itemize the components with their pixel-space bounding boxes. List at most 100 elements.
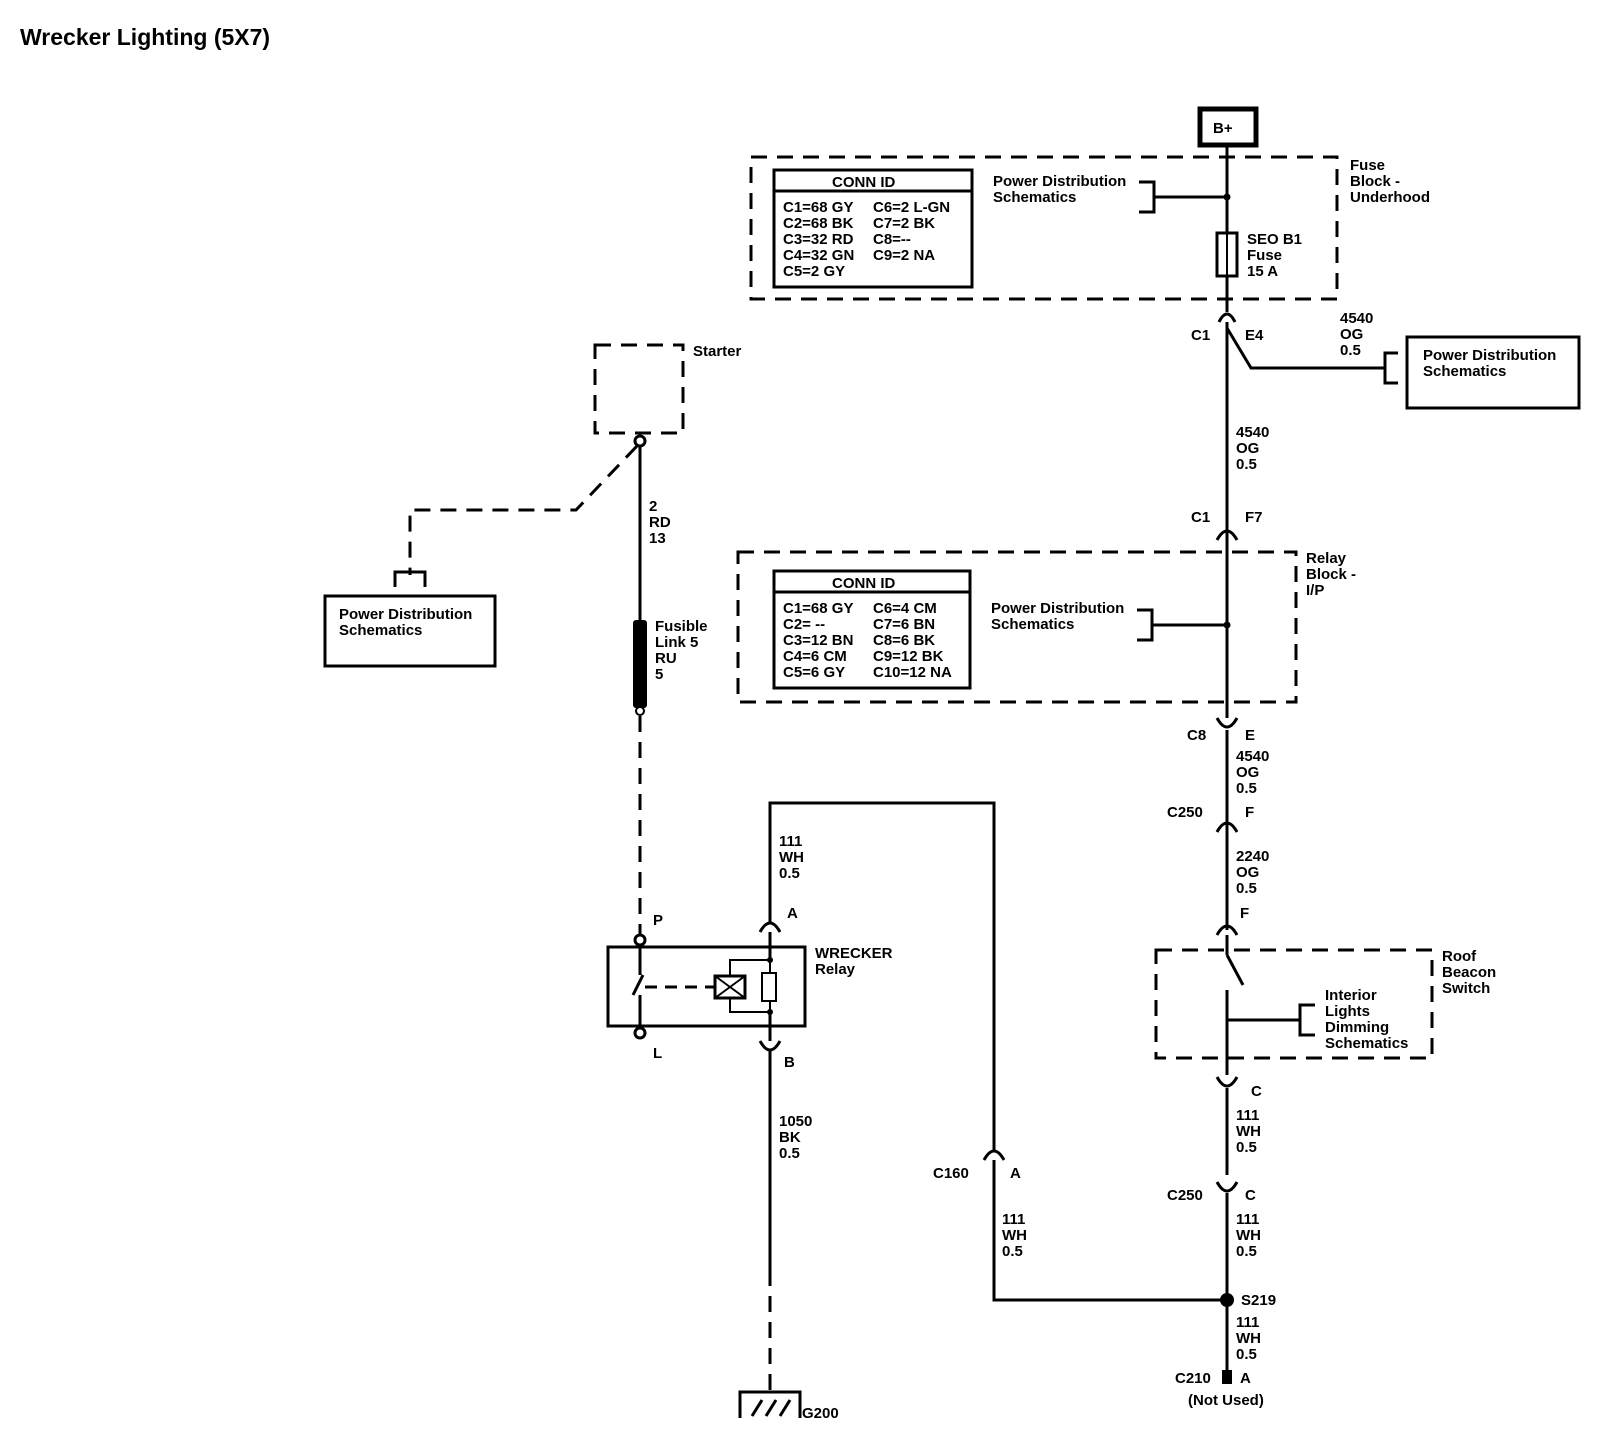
relay-conn-row3-b: C8=6 BK xyxy=(873,632,935,649)
starter-pds-dashed-wire xyxy=(408,444,639,575)
fuse-block-name-2: Block - xyxy=(1350,173,1400,190)
wire-111-relay-to-c160 xyxy=(768,801,996,1150)
relay-name-2: Relay xyxy=(815,961,856,978)
relay-b-connector xyxy=(758,1040,782,1052)
wire-111a-1: 111 xyxy=(1236,1107,1259,1124)
relay-block-name-1: Relay xyxy=(1306,550,1347,567)
bplus-terminal: B+ xyxy=(1197,106,1259,148)
wire-111-c160-to-s219 xyxy=(992,1160,1227,1302)
fusible-link-1: Fusible xyxy=(655,618,708,635)
wire-2rd-2: RD xyxy=(649,514,671,531)
fusible-link-3: RU xyxy=(655,650,677,667)
relay-conn-row5-a: C5=6 GY xyxy=(783,664,845,681)
bplus-label: B+ xyxy=(1213,120,1233,137)
relay-conn-row3-a: C3=12 BN xyxy=(783,632,853,649)
wire-2240-2: OG xyxy=(1236,864,1259,881)
pds-left-2: Schematics xyxy=(339,622,422,639)
fuse-block-pds-2: Schematics xyxy=(993,189,1076,206)
fuse-block-boundary xyxy=(749,155,1339,301)
pds-left-box xyxy=(323,594,497,668)
relay-pin-b: B xyxy=(784,1054,795,1071)
wire-2rd-1: 2 xyxy=(649,498,657,515)
c250-f-conn: C250 xyxy=(1167,804,1203,821)
relay-pin-l: L xyxy=(653,1045,662,1062)
relay-block-pds-bracket xyxy=(1137,608,1227,642)
relay-conn-row2-b: C7=6 BN xyxy=(873,616,935,633)
relay-block-conn-title: CONN ID xyxy=(832,575,896,592)
c-pin: C xyxy=(1251,1083,1262,1100)
relay-block-pds-1: Power Distribution xyxy=(991,600,1124,617)
c1-e4-pin: E4 xyxy=(1245,327,1264,344)
wire-111c-2: WH xyxy=(1236,1330,1261,1347)
diagram-title: Wrecker Lighting (5X7) xyxy=(20,24,270,50)
dimming-1: Interior xyxy=(1325,987,1377,1004)
wire-111a-2: WH xyxy=(1236,1123,1261,1140)
wire-111b-1: 111 xyxy=(1236,1211,1259,1228)
c8-e-pin: E xyxy=(1245,727,1255,744)
roof-beacon-switch-boundary xyxy=(1154,948,1434,1060)
g200-label: G200 xyxy=(802,1405,839,1422)
starter-terminal xyxy=(633,434,647,448)
pds-right-2: Schematics xyxy=(1423,363,1506,380)
wire-111c160-2: WH xyxy=(1002,1227,1027,1244)
c210-pin: A xyxy=(1240,1370,1251,1387)
wire-4540b-2: OG xyxy=(1236,440,1259,457)
relay-switch-blade xyxy=(631,974,645,996)
wire-1050-3: 0.5 xyxy=(779,1145,800,1162)
wire-2rd-3: 13 xyxy=(649,530,666,547)
relay-conn-row2-a: C2= -- xyxy=(783,616,825,633)
c160-conn: C160 xyxy=(933,1165,969,1182)
wire-2240-1: 2240 xyxy=(1236,848,1269,865)
wire-4540c-2: OG xyxy=(1236,764,1259,781)
relay-pin-p-terminal xyxy=(633,933,647,947)
wire-111c-3: 0.5 xyxy=(1236,1346,1257,1363)
relay-pin-l-terminal xyxy=(633,1026,647,1040)
wire-4540a-3: 0.5 xyxy=(1340,342,1361,359)
wire-1050-1: 1050 xyxy=(779,1113,812,1130)
wire-2240-3: 0.5 xyxy=(1236,880,1257,897)
fusible-link xyxy=(633,620,647,708)
starter-label: Starter xyxy=(693,343,742,360)
relay-a-connector xyxy=(758,921,782,933)
wire-111b-2: WH xyxy=(1236,1227,1261,1244)
wire-4540c-3: 0.5 xyxy=(1236,780,1257,797)
s219-label: S219 xyxy=(1241,1292,1276,1309)
dimming-3: Dimming xyxy=(1325,1019,1389,1036)
dimming-4: Schematics xyxy=(1325,1035,1408,1052)
fuse-conn-row2-a: C2=68 BK xyxy=(783,215,854,232)
fuse-label-3: 15 A xyxy=(1247,263,1278,280)
wire-1050-2: BK xyxy=(779,1129,801,1146)
fuse-label-1: SEO B1 xyxy=(1247,231,1302,248)
c210-conn: C210 xyxy=(1175,1370,1211,1387)
wire-111top-3: 0.5 xyxy=(779,865,800,882)
c-connector xyxy=(1215,1076,1239,1088)
relay-conn-row4-a: C4=6 CM xyxy=(783,648,847,665)
relay-resistor xyxy=(761,972,777,1002)
relay-conn-row5-b: C10=12 NA xyxy=(873,664,952,681)
relay-conn-row1-b: C6=4 CM xyxy=(873,600,937,617)
relay-block-splice-dot xyxy=(1223,621,1231,629)
c250-c-connector xyxy=(1215,1181,1239,1193)
c250-f-connector xyxy=(1215,821,1239,833)
c250-f-pin: F xyxy=(1245,804,1254,821)
f-connector xyxy=(1215,924,1239,936)
fuse-conn-row2-b: C7=2 BK xyxy=(873,215,935,232)
fuse-conn-row3-b: C8=-- xyxy=(873,231,911,248)
fuse-conn-row1-b: C6=2 L-GN xyxy=(873,199,950,216)
c250-c-conn: C250 xyxy=(1167,1187,1203,1204)
wire-111c-1: 111 xyxy=(1236,1314,1259,1331)
fuse-block-pds-bracket xyxy=(1139,180,1227,214)
c1-e4-connector xyxy=(1217,312,1237,323)
fuse-block-name-1: Fuse xyxy=(1350,157,1385,174)
f-pin: F xyxy=(1240,905,1249,922)
relay-block-pds-2: Schematics xyxy=(991,616,1074,633)
wire-111b-3: 0.5 xyxy=(1236,1243,1257,1260)
c8-e-connector xyxy=(1215,717,1239,729)
wire-4540b-1: 4540 xyxy=(1236,424,1269,441)
pds-right-box xyxy=(1405,335,1581,410)
relay-block-boundary xyxy=(736,550,1298,704)
relay-block-name-2: Block - xyxy=(1306,566,1356,583)
fuse-conn-row1-a: C1=68 GY xyxy=(783,199,853,216)
fuse-block-pds-1: Power Distribution xyxy=(993,173,1126,190)
